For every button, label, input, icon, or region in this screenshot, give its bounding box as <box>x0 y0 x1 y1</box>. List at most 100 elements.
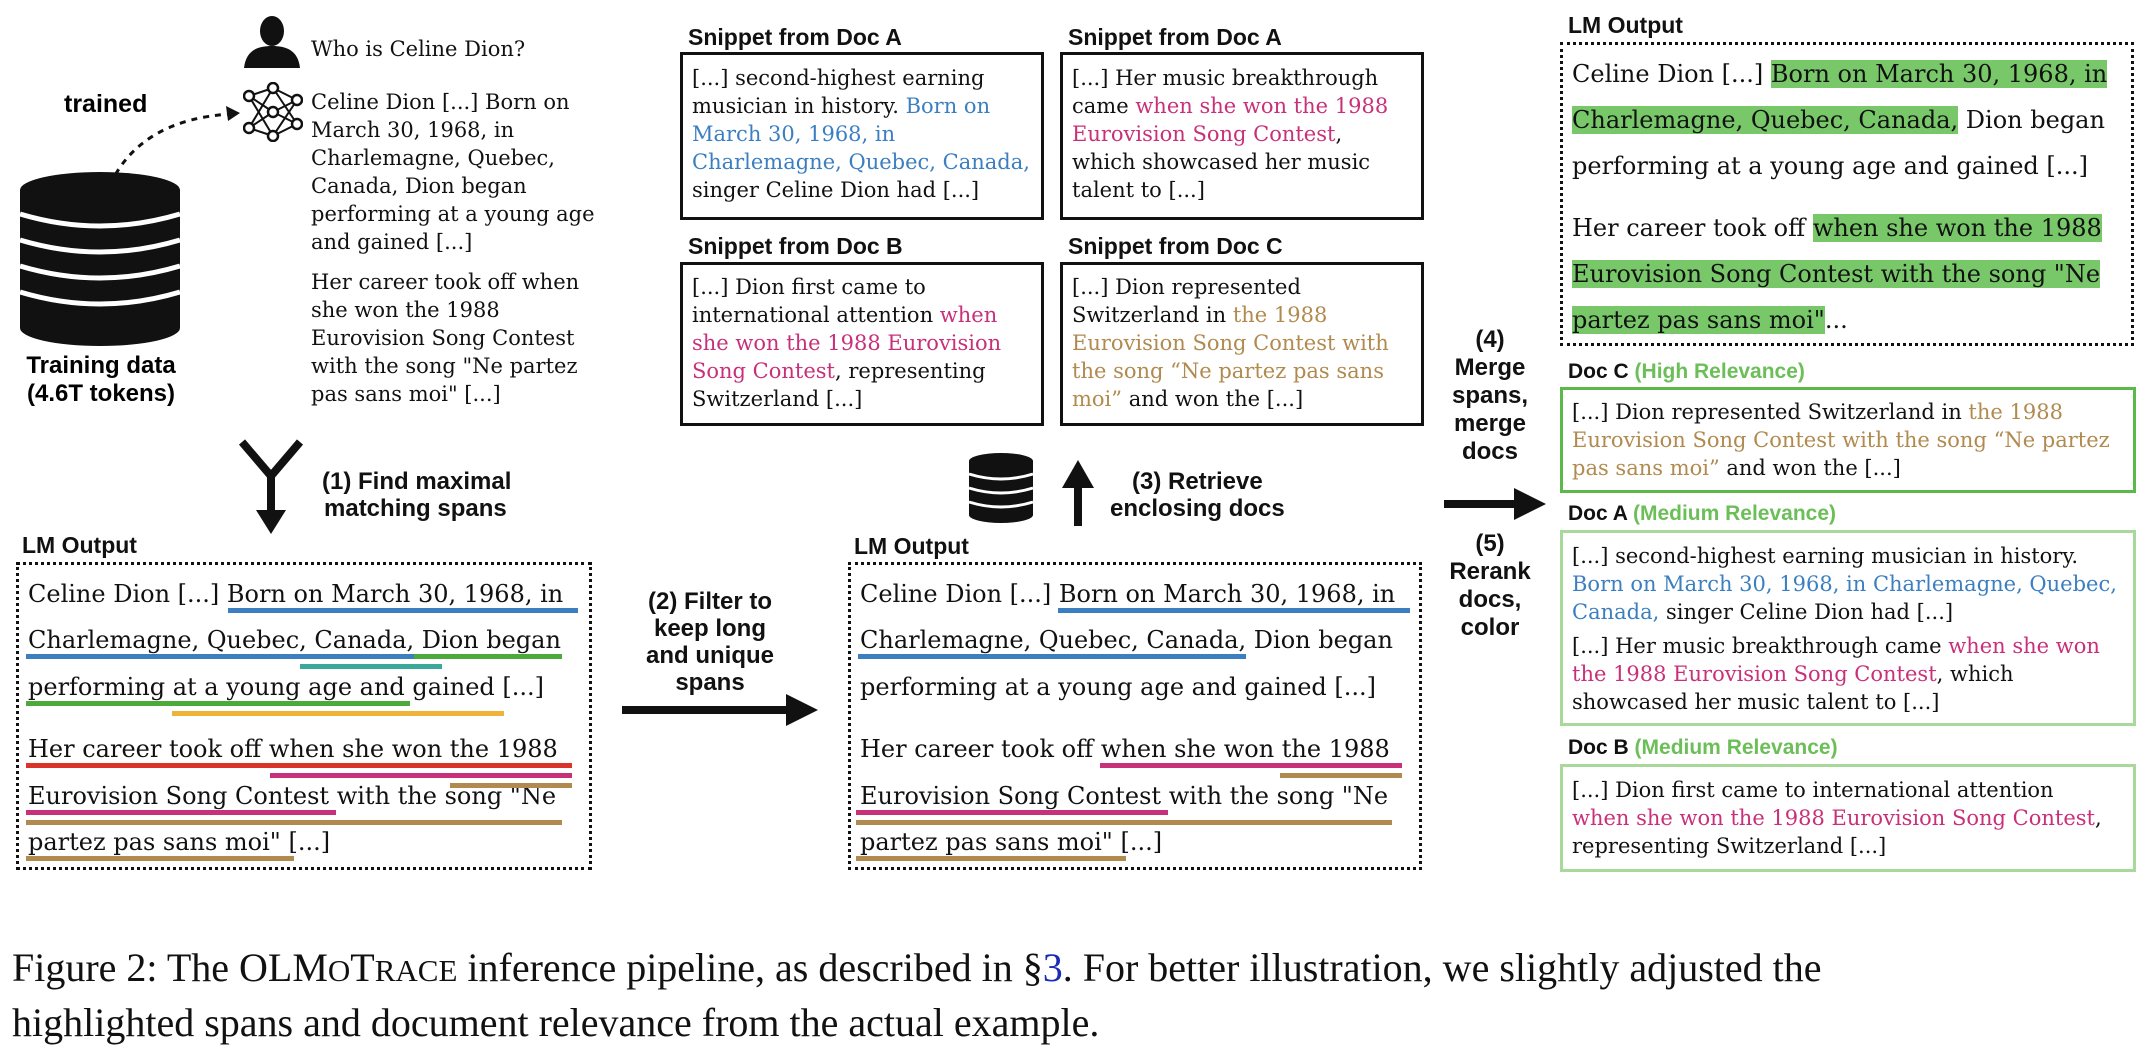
snippet-4-text: [...] Dion represented Switzerland in th… <box>1072 273 1389 413</box>
training-data-line2: (4.6T tokens) <box>26 380 176 407</box>
doc-a-l3: singer Celine Dion had [...] <box>1659 600 1954 624</box>
doc-b-name: Doc B <box>1568 736 1629 759</box>
final-output-l1a: Celine Dion [...] <box>1572 60 1771 88</box>
snippet-3-l2: international attention <box>692 303 940 327</box>
doc-a-l4: [...] Her music breakthrough came <box>1572 634 1949 658</box>
trained-arrow <box>108 106 240 186</box>
snippet-1-l3h: March 30, 1968, in <box>692 122 896 146</box>
training-data-icon <box>19 172 181 346</box>
doc-c-relevance: (High Relevance) <box>1634 360 1805 383</box>
final-output-line5: Eurovision Song Contest with the song "N… <box>1572 258 2101 290</box>
lm-output-1-line3: performing at a young age and gained [..… <box>28 673 545 701</box>
step4-line3: spans, <box>1451 382 1529 409</box>
doc-c-text: [...] Dion represented Switzerland in th… <box>1572 398 2110 482</box>
lm-output-2-l1a: Celine Dion [...] <box>860 580 1059 608</box>
step3-line1: (3) Retrieve <box>1131 468 1263 495</box>
snippet-4-l5: and won the [...] <box>1122 387 1304 411</box>
step5-line2: Rerank <box>1449 558 1531 585</box>
final-output-l4a: Her career took off <box>1572 214 1813 242</box>
final-output-line6: partez pas sans moi"... <box>1572 304 1848 336</box>
step1-line2: matching spans <box>324 495 507 522</box>
lm-response-para2: Her career took off when she won the 198… <box>311 270 580 406</box>
final-output-title: LM Output <box>1568 12 1683 38</box>
doc-b-title: Doc B (Medium Relevance) <box>1568 736 1838 760</box>
lm-output-2-l5a: Eurovision Song Contest <box>860 782 1162 810</box>
span-underline-brown <box>1280 773 1402 778</box>
lm-output-1-l1b: Born on March 30, 1968, in <box>226 580 564 608</box>
doc-c-name: Doc C <box>1568 360 1629 383</box>
lm-output-1-line6: partez pas sans moi" [...] <box>28 828 330 856</box>
caption-rest1: . For better illustration, we slightly a… <box>1062 945 1822 990</box>
user-question: Who is Celine Dion? <box>311 37 526 61</box>
doc-a-box <box>1560 530 2136 726</box>
lm-output-2-l4b: when she won the 1988 <box>1100 735 1390 763</box>
doc-a-title: Doc A (Medium Relevance) <box>1568 502 1836 526</box>
lm-output-1-l6a: partez pas sans moi" <box>28 828 281 856</box>
snippet-4-l2h: the 1988 <box>1232 303 1328 327</box>
step4-line4: merge <box>1453 410 1527 437</box>
lm-output-1-l6b: [...] <box>280 828 331 856</box>
snippet-2-l3h: Eurovision Song Contest <box>1072 122 1336 146</box>
lm-output-1-line4: Her career took off when she won the 198… <box>28 735 558 763</box>
step2-line2: keep long <box>653 615 767 642</box>
doc-a-l5: , which <box>1936 662 2014 686</box>
caption-name-c: T <box>350 945 375 990</box>
doc-a-relevance: (Medium Relevance) <box>1632 502 1837 525</box>
training-data-label: Training data (4.6T tokens) <box>16 352 186 408</box>
doc-b-l2: , <box>2094 806 2102 830</box>
final-output-l2a: Charlemagne, Quebec, Canada, <box>1572 106 1959 134</box>
doc-c-l1: [...] Dion represented Switzerland in <box>1572 400 1969 424</box>
doc-a-l4h: when she won <box>1948 634 2100 658</box>
span-underline-pink <box>270 773 572 778</box>
lm-output-2-line2: Charlemagne, Quebec, Canada, Dion began <box>860 626 1393 654</box>
snippet-2-l2h: when she won the 1988 <box>1135 94 1389 118</box>
final-output-l2b: Dion began <box>1958 106 2105 134</box>
training-data-line1: Training data <box>26 352 176 379</box>
lm-output-2-l1b: Born on March 30, 1968, in <box>1058 580 1396 608</box>
span-underline-green <box>414 654 562 659</box>
user-icon <box>244 16 300 68</box>
doc-b-text: [...] Dion first came to international a… <box>1572 776 2102 860</box>
lm-output-2-l2a: Charlemagne, Quebec, Canada, <box>860 626 1247 654</box>
snippet-2-text: [...] Her music breakthrough came when s… <box>1072 64 1388 204</box>
snippet-1-l4h: Charlemagne, Quebec, Canada, <box>692 150 1030 174</box>
span-underline-red <box>26 763 572 768</box>
step2-line1: (2) Filter to <box>648 588 772 615</box>
snippet-title-4: Snippet from Doc C <box>1068 233 1283 259</box>
final-output-line1: Celine Dion [...] Born on March 30, 1968… <box>1572 58 2108 90</box>
lm-output-1-l2a: Charlemagne, Quebec, Canada, <box>28 626 415 654</box>
snippet-box-3 <box>680 262 1044 426</box>
step1-line1: (1) Find maximal <box>322 468 512 495</box>
lm-output-2-l4a: Her career took off <box>860 735 1101 763</box>
caption-line2: highlighted spans and document relevance… <box>12 1000 1100 1045</box>
snippet-1-l2: musician in history. <box>692 94 906 118</box>
doc-b-l2h: when she won the 1988 Eurovision Song Co… <box>1572 806 2095 830</box>
lm-output-2-l2b: Dion began <box>1246 626 1393 654</box>
caption-prefix: Figure 2: The <box>12 945 240 990</box>
lm-output-1-l5a: Eurovision Song Contest <box>28 782 330 810</box>
step5-line4: color <box>1460 614 1520 641</box>
doc-a-l1: [...] second-highest earning musician in… <box>1572 544 2079 568</box>
span-underline-blue <box>26 654 414 659</box>
lm-response-para1: Celine Dion [...] Born on March 30, 1968… <box>311 90 595 254</box>
span-underline-teal <box>300 664 442 669</box>
snippet-title-3: Snippet from Doc B <box>688 233 903 259</box>
doc-a-l6: showcased her music talent to [...] <box>1572 690 1940 714</box>
lm-output-box-1 <box>16 562 592 870</box>
doc-c-l2h: Eurovision Song Contest with the song “N… <box>1572 428 2110 452</box>
lm-output-2-line5: Eurovision Song Contest with the song "N… <box>860 782 1388 810</box>
span-underline-brown <box>450 783 572 788</box>
snippet-title-2: Snippet from Doc A <box>1068 24 1282 50</box>
snippet-3-l4h: Song Contest <box>692 359 835 383</box>
snippet-3-l1: [...] Dion first came to <box>692 275 926 299</box>
final-output-line4: Her career took off when she won the 198… <box>1572 212 2102 244</box>
caption-section-link[interactable]: 3 <box>1042 945 1063 990</box>
lm-output-box-2 <box>848 562 1422 870</box>
doc-c-l3h: pas sans moi” <box>1572 456 1720 480</box>
snippet-1-l2h: Born on <box>905 94 991 118</box>
step2-line4: spans <box>675 669 745 696</box>
doc-a-l5h: the 1988 Eurovision Song Contest <box>1572 662 1937 686</box>
doc-a-l3h: Canada, <box>1572 600 1660 624</box>
step2-line3: and unique <box>646 642 774 669</box>
snippet-box-1 <box>680 52 1044 220</box>
